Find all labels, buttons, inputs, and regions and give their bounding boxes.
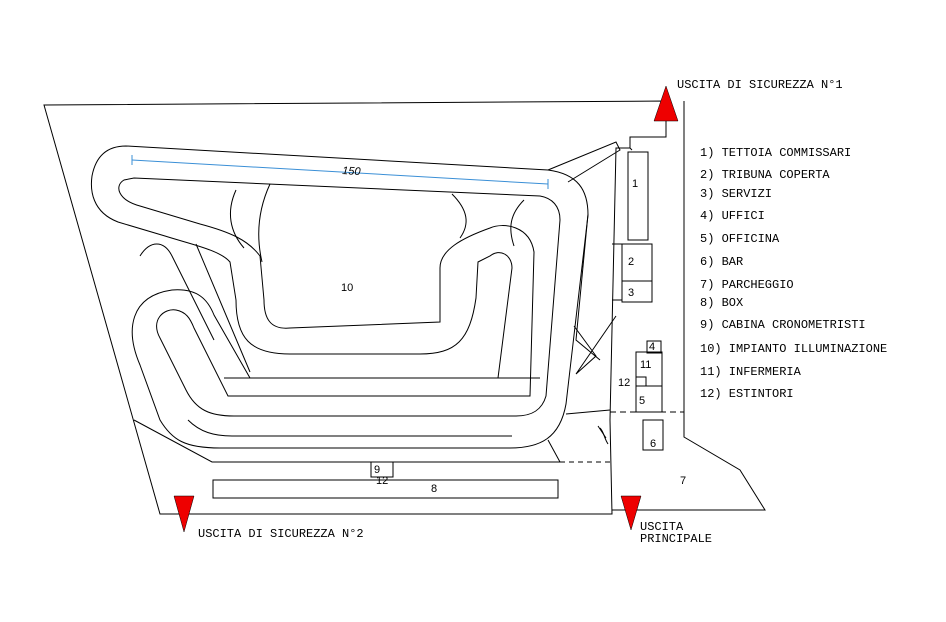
map-label-7: 7 xyxy=(680,475,686,487)
legend-item: 9) CABINA CRONOMETRISTI xyxy=(700,318,866,332)
exit-1-label: USCITA DI SICUREZZA N°1 xyxy=(677,78,843,92)
exit-1-marker-icon xyxy=(653,85,679,122)
track-lane-d xyxy=(258,183,271,263)
boundary-notch xyxy=(629,147,633,151)
offices-building xyxy=(646,340,662,354)
site-boundary xyxy=(43,100,667,515)
legend-item: 8) BOX xyxy=(700,296,743,310)
map-label-5: 5 xyxy=(639,395,645,407)
main-exit-marker-icon xyxy=(620,495,642,531)
entry-gate-mark xyxy=(597,425,607,439)
track-inner-edge xyxy=(118,177,561,417)
map-label-2: 2 xyxy=(628,256,634,268)
map-label-11: 11 xyxy=(640,359,651,371)
legend-item: 2) TRIBUNA COPERTA xyxy=(700,168,830,182)
map-label-12-bottom: 12 xyxy=(376,475,388,487)
legend: 1) TETTOIA COMMISSARI 2) TRIBUNA COPERTA… xyxy=(700,146,887,401)
map-label-6: 6 xyxy=(650,438,656,450)
legend-item: 3) SERVIZI xyxy=(700,187,772,201)
legend-item: 11) INFERMERIA xyxy=(700,365,802,379)
legend-item: 12) ESTINTORI xyxy=(700,387,794,401)
track-lane-f xyxy=(510,199,525,247)
main-exit-label-line1: USCITA xyxy=(640,520,684,534)
legend-item: 5) OFFICINA xyxy=(700,232,780,246)
timing-cabin xyxy=(370,461,394,478)
map-label-8: 8 xyxy=(431,483,437,495)
map-label-10: 10 xyxy=(341,282,353,294)
exit-2-marker-icon xyxy=(173,495,195,533)
workshop-building xyxy=(635,385,663,413)
legend-item: 10) IMPIANTO ILLUMINAZIONE xyxy=(700,342,887,356)
service-road-top xyxy=(547,141,621,183)
service-road-right xyxy=(575,213,601,361)
track-lane-e xyxy=(451,193,467,239)
track-lane-b xyxy=(195,243,251,373)
legend-item: 6) BAR xyxy=(700,255,743,269)
bottom-road xyxy=(133,419,561,463)
parking-area-outline xyxy=(612,101,766,511)
map-label-9: 9 xyxy=(374,464,380,476)
dimension-150: 150 xyxy=(131,155,549,189)
covered-grandstand xyxy=(621,243,653,282)
extinguisher-box xyxy=(635,376,647,387)
track-lane-c xyxy=(230,189,245,249)
track-lane-h xyxy=(187,419,512,437)
bar-building xyxy=(642,419,664,451)
services-building xyxy=(621,280,653,303)
paddock-line xyxy=(565,409,611,415)
service-road-slope xyxy=(573,315,617,375)
legend-item: 7) PARCHEGGIO xyxy=(700,278,794,292)
legend-item: 1) TETTOIA COMMISSARI xyxy=(700,146,851,160)
main-exit-label-line2: PRINCIPALE xyxy=(640,532,712,546)
track-lane-a xyxy=(139,243,215,341)
marshals-shelter xyxy=(627,151,649,241)
track-outer-edge xyxy=(90,145,589,449)
box-building xyxy=(212,479,559,499)
exit-2-label: USCITA DI SICUREZZA N°2 xyxy=(198,527,364,541)
legend-item: 4) UFFICI xyxy=(700,209,765,223)
map-label-3: 3 xyxy=(628,287,634,299)
map-label-12-right: 12 xyxy=(618,377,630,389)
map-label-4: 4 xyxy=(649,341,655,353)
map-label-1: 1 xyxy=(632,178,638,190)
dimension-value: 150 xyxy=(342,165,362,178)
